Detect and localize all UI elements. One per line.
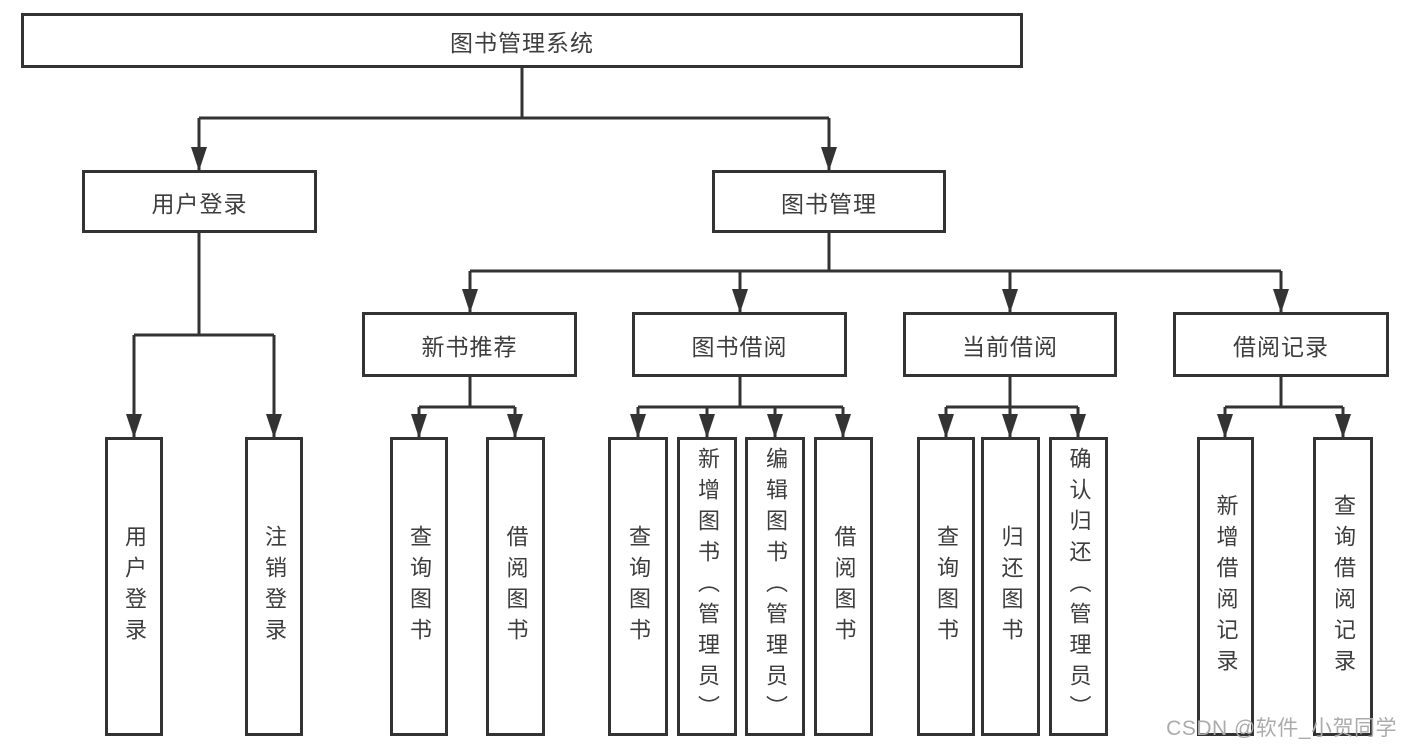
node-user-login: 用户登录 — [82, 170, 317, 233]
node-label: 新增借阅记录 — [1213, 493, 1239, 680]
node-current-borrowing: 当前借阅 — [903, 312, 1117, 377]
node-label: 编辑图书（管理员） — [763, 447, 788, 726]
node-label: 用户登录 — [122, 524, 147, 649]
node-borrowing-records: 借阅记录 — [1173, 312, 1389, 377]
connector-segments — [134, 68, 1343, 409]
node-label: 用户登录 — [151, 190, 248, 217]
leaf-query-books-recommend: 查询图书 — [390, 437, 448, 736]
node-label: 借阅图书 — [831, 524, 857, 649]
node-label: 借阅记录 — [1233, 333, 1329, 360]
node-label: 查询图书 — [626, 524, 651, 649]
node-label: 当前借阅 — [962, 333, 1058, 360]
leaf-query-books-current: 查询图书 — [917, 437, 975, 736]
connector-arrows — [126, 118, 1351, 438]
leaf-add-book-admin: 新增图书（管理员） — [677, 437, 737, 736]
csdn-watermark: CSDN @软件_小贺同学 — [1166, 717, 1397, 740]
leaf-query-books-borrowing: 查询图书 — [608, 437, 668, 736]
node-label: 新书推荐 — [421, 333, 518, 360]
node-label: 图书管理 — [781, 190, 877, 217]
node-label: 查询借阅记录 — [1331, 493, 1356, 680]
node-label: 归还图书 — [998, 524, 1024, 649]
node-label: 注销登录 — [262, 524, 287, 649]
node-new-book-recommendation: 新书推荐 — [362, 312, 577, 377]
node-book-management: 图书管理 — [712, 170, 946, 233]
leaf-query-borrow-record: 查询借阅记录 — [1313, 437, 1373, 736]
leaf-logout: 注销登录 — [245, 437, 303, 736]
node-label: 查询图书 — [934, 524, 959, 649]
leaf-borrow-books-recommend: 借阅图书 — [486, 437, 545, 736]
node-library-management-system: 图书管理系统 — [21, 13, 1023, 68]
leaf-add-borrow-record: 新增借阅记录 — [1197, 437, 1254, 736]
node-label: 查询图书 — [407, 524, 432, 649]
leaf-edit-book-admin: 编辑图书（管理员） — [745, 437, 805, 736]
node-label: 确认归还（管理员） — [1066, 447, 1092, 726]
leaf-borrow-books-borrowing: 借阅图书 — [814, 437, 873, 736]
node-label: 新增图书（管理员） — [695, 447, 720, 726]
node-label: 图书借阅 — [691, 333, 788, 360]
node-label: 图书管理系统 — [450, 29, 594, 56]
leaf-user-login: 用户登录 — [105, 437, 163, 736]
leaf-confirm-return-admin: 确认归还（管理员） — [1049, 437, 1108, 736]
node-book-borrowing: 图书借阅 — [632, 312, 847, 377]
leaf-return-books: 归还图书 — [981, 437, 1040, 736]
node-label: 借阅图书 — [503, 524, 529, 649]
